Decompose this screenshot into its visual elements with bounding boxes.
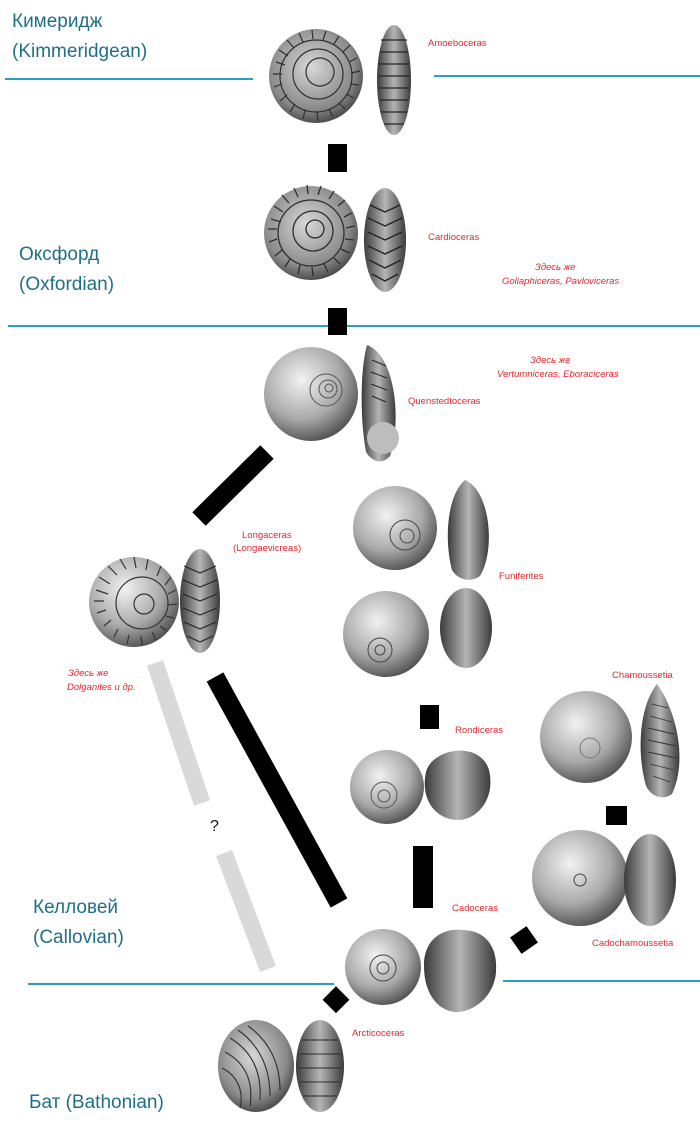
genus-label-quenstedtoceras: Quenstedtoceras — [408, 396, 481, 407]
genus-label-rondiceras: Rondiceras — [455, 725, 504, 736]
note-oxford-line1: Здесь же — [535, 262, 576, 273]
stage-label-oxfordian-en: (Oxfordian) — [19, 274, 115, 295]
fossil-amoeboceras — [269, 25, 411, 135]
genus-label-amoeboceras: Amoeboceras — [428, 38, 487, 49]
link-amoeboceras-cardioceras — [328, 144, 347, 172]
genus-label-cadoceras: Cadoceras — [452, 903, 498, 914]
fossil-cardioceras — [264, 184, 406, 292]
link-cadoceras-rondiceras — [413, 846, 433, 908]
note-longaceras-line2: Dolganites и др. — [67, 682, 136, 693]
link-uncertain-upper — [146, 660, 211, 806]
link-cadoceras-longaceras — [206, 672, 348, 908]
fossil-funiferites-upper — [353, 480, 489, 580]
note-quenstedtoceras-line2: Vertumniceras, Eboraciceras — [497, 369, 619, 380]
stage-label-bathonian: Бат (Bathonian) — [29, 1092, 164, 1113]
fossil-funiferites-lower — [343, 588, 492, 677]
stage-label-callovian-ru: Келловей — [33, 897, 119, 918]
stage-label-callovian-en: (Callovian) — [33, 927, 124, 948]
note-longaceras-line1: Здесь же — [68, 668, 109, 679]
stage-label-kimmeridgian-en: (Kimmeridgean) — [12, 41, 148, 62]
link-cadoceras-cadochamoussetia — [510, 926, 538, 954]
fossil-arcticoceras — [218, 1020, 344, 1112]
note-oxford-line2: Goliaphiceras, Pavloviceras — [502, 276, 620, 287]
fossil-chamoussetia — [540, 684, 680, 798]
genus-label-funiferites: Funiferites — [499, 571, 544, 582]
fossil-cadoceras — [345, 929, 497, 1012]
genus-label-chamoussetia: Chamoussetia — [612, 670, 673, 681]
link-cardioceras-quenstedtoceras — [328, 308, 347, 335]
genus-label-cadochamoussetia: Cadochamoussetia — [592, 938, 674, 949]
link-rondiceras-funiferites — [420, 705, 439, 729]
note-quenstedtoceras-line1: Здесь же — [530, 355, 571, 366]
fossil-longaceras — [89, 549, 220, 653]
link-longaceras-quenstedtoceras — [192, 445, 274, 526]
uncertain-link-question-mark: ? — [210, 818, 219, 835]
genus-label-arcticoceras: Arcticoceras — [352, 1028, 405, 1039]
link-arcticoceras-cadoceras — [322, 986, 350, 1014]
fossil-quenstedtoceras — [264, 345, 399, 462]
fossil-rondiceras — [350, 750, 491, 824]
genus-label-longaceras: Longaceras — [242, 530, 292, 541]
lineage-links — [146, 144, 627, 1014]
fossil-cadochamoussetia — [532, 830, 676, 926]
link-cadochamoussetia-chamoussetia — [606, 806, 627, 825]
genus-label-longaevicreas: (Longaevicreas) — [233, 543, 302, 554]
link-uncertain-lower — [216, 849, 276, 973]
stage-label-oxfordian-ru: Оксфорд — [19, 244, 100, 265]
stage-label-kimmeridgian-ru: Кимеридж — [12, 11, 103, 32]
stage-boundaries — [5, 75, 700, 985]
genus-label-cardioceras: Cardioceras — [428, 232, 480, 243]
